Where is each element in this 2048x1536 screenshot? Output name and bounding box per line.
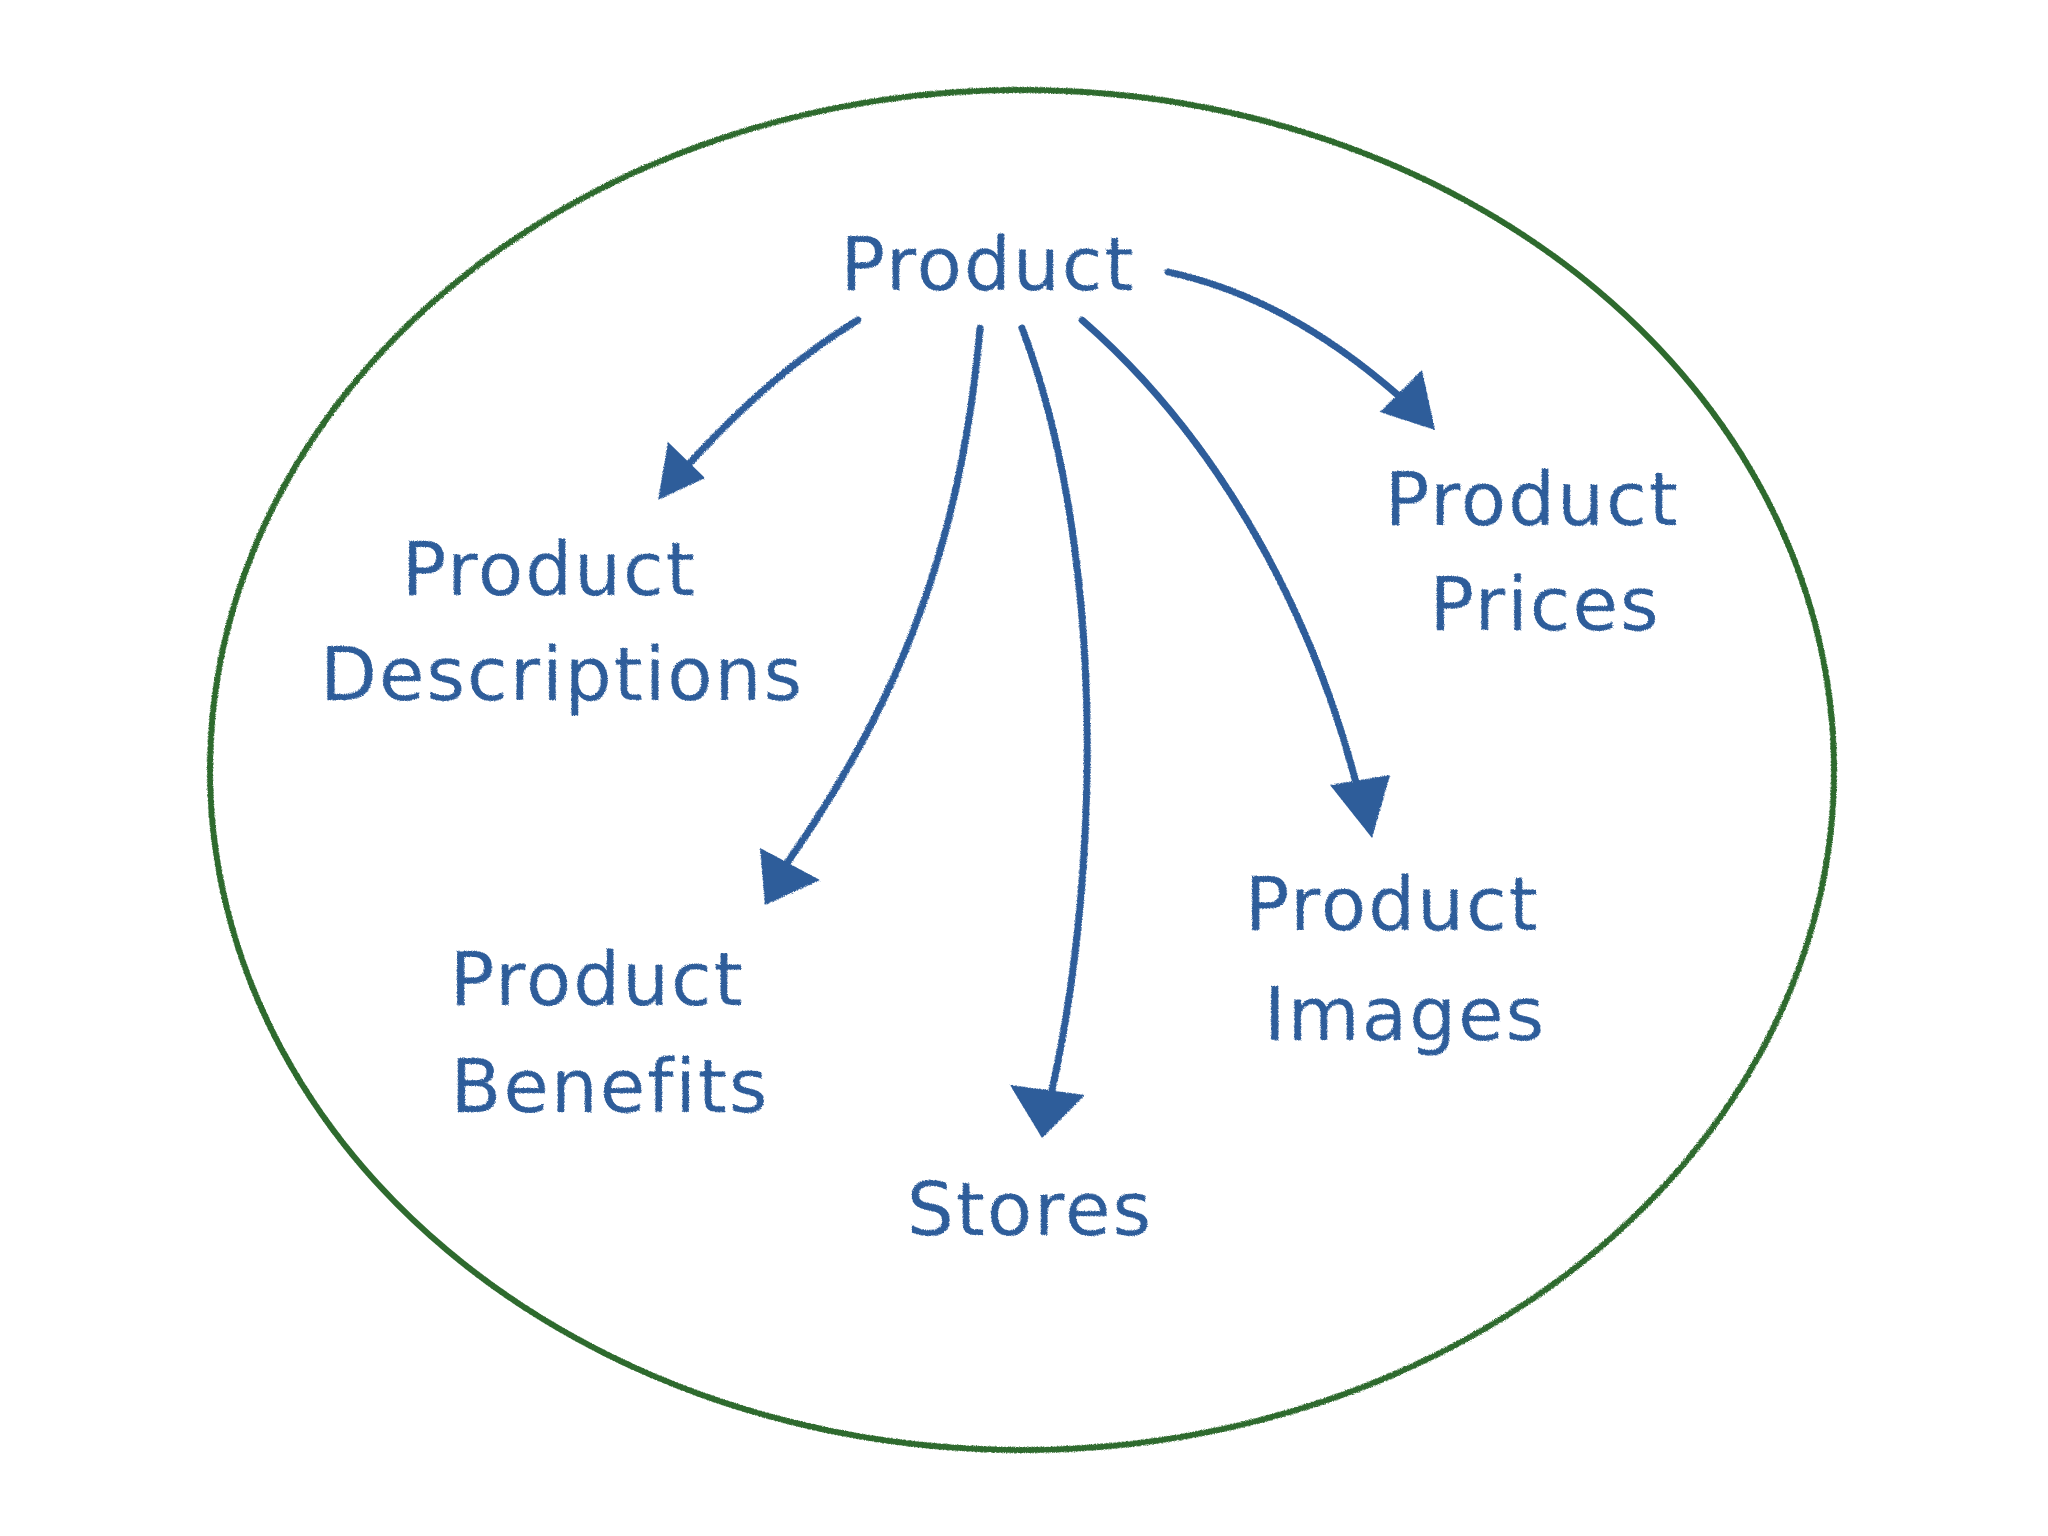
benefits-line-2: Benefits [451,1044,770,1130]
stores-line-1: Stores [907,1167,1153,1253]
arrowhead-benefits [760,848,820,905]
prices-label: Product Prices [1385,457,1706,648]
prices-line-1: Product [1385,457,1680,543]
benefits-label: Product Benefits [450,937,771,1130]
arrowhead-stores [1010,1085,1085,1138]
arrowhead-prices [1380,370,1435,430]
arrow-to-benefits [771,324,984,884]
descriptions-line-2: Descriptions [320,632,804,718]
stores-label: Stores [907,1167,1153,1253]
descriptions-line-1: Product [402,527,697,613]
arrow-to-prices [1164,268,1429,424]
arrow-to-descriptions [662,316,862,494]
root-label: Product [841,222,1136,308]
prices-line-2: Prices [1429,562,1660,648]
arrow-to-stores [1018,324,1091,1124]
arrow-to-images [1078,316,1369,824]
arrowheads [658,370,1435,1138]
images-label: Product Images [1245,862,1566,1058]
images-line-2: Images [1264,972,1546,1058]
boundary-ellipse [207,87,1837,1453]
arrowhead-descriptions [658,442,705,500]
images-line-1: Product [1245,862,1540,948]
benefits-line-1: Product [450,937,745,1023]
child-labels: Product Descriptions Product Benefits St… [320,457,1706,1253]
arrowhead-images [1330,775,1390,838]
descriptions-label: Product Descriptions [320,527,804,718]
arrows [662,268,1429,1124]
